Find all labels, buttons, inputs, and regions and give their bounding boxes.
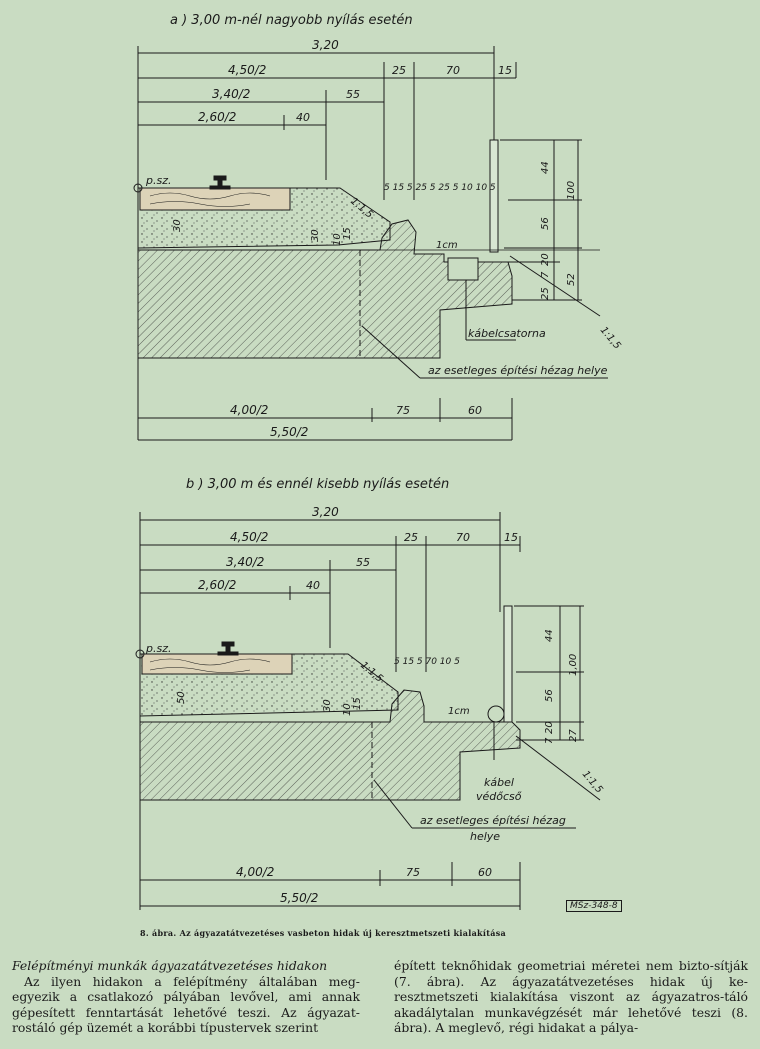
dim-b-15: 15 [504, 531, 518, 544]
dim-a-25b: 25 [540, 287, 551, 300]
dim-a-75: 75 [396, 404, 410, 417]
label-1cm-b: 1cm [448, 706, 470, 717]
dim-b-20: 20 [544, 721, 555, 734]
section-b-30: 30 [322, 699, 333, 712]
label-hezag-b: az esetleges építési hézag [420, 814, 566, 827]
paragraph-left: Az ilyen hidakon a felépítmény általában… [12, 973, 360, 1036]
standard-stamp: MSz-348-8 [566, 900, 622, 912]
dim-a-52: 52 [566, 273, 577, 286]
dim-b-260: 2,60/2 [198, 578, 236, 592]
detail-dims-b: 5 15 5 70 10 5 [394, 657, 460, 667]
dim-b-400: 4,00/2 [236, 865, 274, 879]
label-hezag-b-2: helye [470, 830, 500, 843]
dim-b-55: 55 [356, 556, 370, 569]
dim-a-25: 25 [392, 64, 406, 77]
panel-b-title: b ) 3,00 m és ennél kisebb nyílás esetén [186, 477, 449, 492]
dim-a-260: 2,60/2 [198, 110, 236, 124]
section-b-15: 15 [352, 697, 363, 710]
dim-a-60: 60 [468, 404, 482, 417]
slope-a-right: 1:1,5 [598, 325, 623, 352]
section-a-15: 15 [342, 227, 353, 240]
label-1cm-a: 1cm [436, 240, 458, 251]
dim-a-44: 44 [540, 161, 551, 174]
psz-a: p.sz. [145, 174, 171, 187]
dim-a-20: 20 [540, 253, 551, 266]
dim-a-100: 100 [566, 181, 577, 200]
dim-b-75: 75 [406, 866, 420, 879]
dim-b-70: 70 [456, 531, 470, 544]
dim-b-44: 44 [544, 629, 555, 642]
paragraph-right: épített teknőhidak geometriai méretei ne… [394, 958, 748, 1036]
text-column-right: épített teknőhidak geometriai méretei ne… [394, 958, 748, 1036]
dim-a-56: 56 [540, 217, 551, 230]
dim-b-60: 60 [478, 866, 492, 879]
dim-a-70: 70 [446, 64, 460, 77]
dim-b-100: 1,00 [568, 654, 579, 676]
label-vedocso: védőcső [476, 790, 522, 803]
dim-b-320: 3,20 [312, 505, 339, 519]
dim-a-450: 4,50/2 [228, 63, 266, 77]
dim-b-450: 4,50/2 [230, 530, 268, 544]
text-column-left: Felépítményi munkák ágyazatátvezetéses h… [12, 958, 360, 1036]
dim-b-40: 40 [306, 579, 320, 592]
dim-b-7: 7 [544, 737, 555, 744]
dim-b-25: 25 [404, 531, 418, 544]
dim-b-56: 56 [544, 689, 555, 702]
dim-b-27: 27 [568, 729, 579, 742]
dim-a-40: 40 [296, 111, 310, 124]
section-heading: Felépítményi munkák ágyazatátvezetéses h… [12, 958, 328, 973]
dim-a-340: 3,40/2 [212, 87, 250, 101]
panel-a-title: a ) 3,00 m-nél nagyobb nyílás esetén [170, 13, 413, 28]
section-b-10: 10 [342, 703, 353, 716]
detail-dims-a: 5 15 5 25 5 25 5 10 10 5 [384, 183, 496, 193]
dim-a-15: 15 [498, 64, 512, 77]
dim-a-55: 55 [346, 88, 360, 101]
psz-b: p.sz. [145, 642, 171, 655]
figure-caption: 8. ábra. Az ágyazatátvezetéses vasbeton … [140, 928, 506, 938]
section-b-50: 50 [176, 691, 187, 704]
label-kabelcsatorna: kábelcsatorna [468, 327, 546, 340]
bridge-cross-section-figure: a ) 3,00 m-nél nagyobb nyílás esetén 3,2… [133, 13, 623, 910]
section-a-10: 10 [332, 233, 343, 246]
label-kabel: kábel [484, 776, 514, 789]
dim-a-550: 5,50/2 [270, 425, 308, 439]
dim-a-7: 7 [540, 271, 551, 278]
dim-a-400: 4,00/2 [230, 403, 268, 417]
dim-b-550: 5,50/2 [280, 891, 318, 905]
dim-a-320: 3,20 [312, 38, 339, 52]
slope-b-right: 1:1,5 [580, 769, 605, 796]
dim-b-340: 3,40/2 [226, 555, 264, 569]
label-hezag-a: az esetleges építési hézag helye [428, 364, 608, 377]
section-a-30b: 30 [310, 229, 321, 242]
section-a-30: 30 [172, 219, 183, 232]
